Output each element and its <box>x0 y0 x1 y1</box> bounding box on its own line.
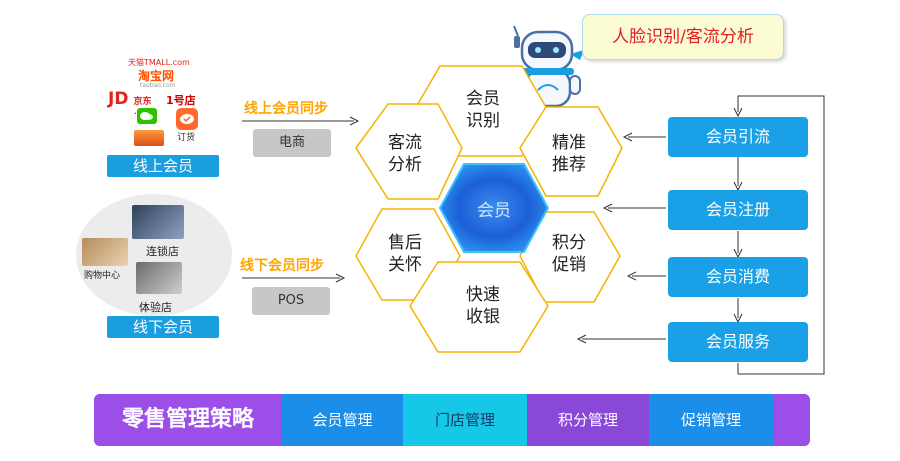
online-sync-arrow <box>242 116 360 126</box>
mall-label: 购物中心 <box>84 271 121 281</box>
hex-precise-recommendation <box>519 106 623 197</box>
hex-traffic-analysis <box>355 103 463 200</box>
retail-strategy-bar: 零售管理策略 会员管理 门店管理 积分管理 促销管理 <box>94 394 810 446</box>
promotion-management-segment: 促销管理 <box>649 394 773 446</box>
hex-aftersales-care-label: 售后关怀 <box>388 233 422 275</box>
chain-store-label: 连锁店 <box>146 245 179 258</box>
experience-store-label: 体验店 <box>139 301 172 314</box>
flow-step-attract: 会员引流 <box>668 117 808 157</box>
pos-channel-box: POS <box>252 287 330 315</box>
hex-fast-checkout-label: 快速收银 <box>466 285 500 327</box>
flow-step-register: 会员注册 <box>668 190 808 230</box>
mall-image <box>82 238 128 266</box>
order-app-label: 订货 <box>177 133 196 143</box>
offline-member-label: 线下会员 <box>107 316 219 338</box>
wechat-icon <box>137 108 157 124</box>
points-management-segment: 积分管理 <box>527 394 649 446</box>
face-recognition-bubble: 人脸识别/客流分析 <box>582 14 784 60</box>
hex-fast-checkout <box>409 261 549 353</box>
jd-logo-cn: 京东 <box>133 97 152 107</box>
hex-points-promotion-label: 积分促销 <box>552 233 586 275</box>
face-recognition-text: 人脸识别/客流分析 <box>612 27 754 47</box>
offline-sync-label: 线下会员同步 <box>240 258 324 274</box>
offline-sync-arrow <box>242 273 346 283</box>
member-management-segment: 会员管理 <box>282 394 403 446</box>
taobao-sub-logo: taobao.com <box>140 82 176 89</box>
retail-strategy-title: 零售管理策略 <box>94 394 282 446</box>
store-banner-image <box>134 130 164 146</box>
tmall-logo: 天猫TMALL.com <box>128 58 190 67</box>
order-app-icon <box>176 108 198 130</box>
ecommerce-channel-box: 电商 <box>253 129 331 157</box>
store-management-segment: 门店管理 <box>403 394 527 446</box>
taobao-logo: 淘宝网 <box>138 69 175 83</box>
online-sync-label: 线上会员同步 <box>244 101 328 117</box>
online-member-label: 线上会员 <box>107 155 219 177</box>
hex-traffic-analysis-label: 客流分析 <box>388 133 422 175</box>
hex-member-center-label: 会员 <box>477 201 511 221</box>
chain-store-image <box>132 205 184 239</box>
yhd-logo: 1号店 <box>166 94 196 107</box>
experience-store-image <box>136 262 182 294</box>
hex-member-center <box>438 163 550 253</box>
bar-end-cap <box>773 394 810 446</box>
flow-step-service: 会员服务 <box>668 322 808 362</box>
hex-member-id-label: 会员识别 <box>466 89 500 131</box>
flow-step-consume: 会员消费 <box>668 257 808 297</box>
hex-precise-recommendation-label: 精准推荐 <box>552 133 586 175</box>
jd-logo-text: JD <box>108 89 129 109</box>
